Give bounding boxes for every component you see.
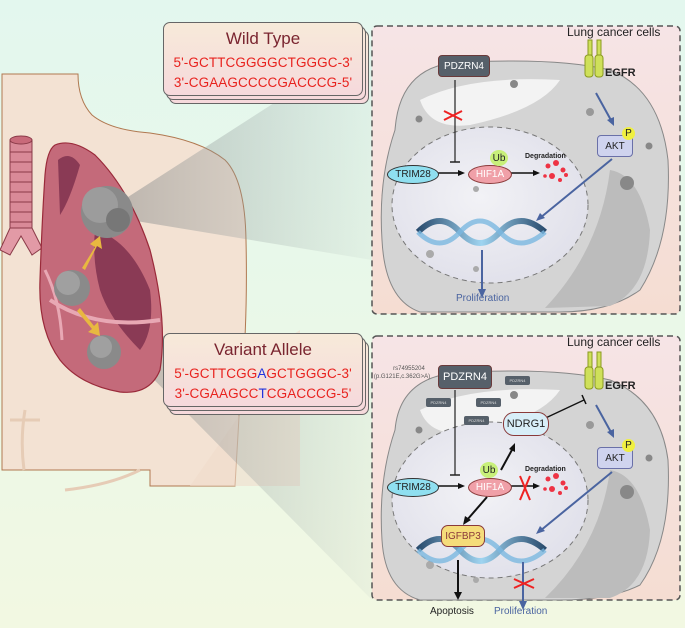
pdzrn4-box-bottom: PDZRN4 (438, 365, 492, 389)
wild-type-title: Wild Type (225, 29, 301, 48)
variant-allele-sequence-box: Variant Allele 5'-GCTTCGGAGCTGGGC-3' 3'-… (163, 333, 369, 415)
pdzrn4-small-3: PDZRN4 (476, 398, 501, 407)
ndrg1-node: NDRG1 (503, 412, 549, 436)
inhibit-cross-proliferation (513, 578, 535, 589)
mutation-base: A (257, 366, 267, 381)
inhibit-cross-top (443, 110, 463, 121)
seq-segment: GCTGGGC-3' (266, 366, 352, 381)
cell-label-top: Lung cancer cells (567, 25, 661, 39)
apoptosis-label: Apoptosis (430, 606, 474, 617)
trim28-node-bottom: TRIM28 (387, 478, 439, 497)
pdzrn4-small-1: PDZRN4 (505, 376, 530, 385)
tumor-large (81, 186, 133, 238)
akt-box-bottom: AKT (597, 447, 633, 469)
cell-label-bottom: Lung cancer cells (567, 335, 661, 349)
metastasis-arrows (77, 236, 102, 336)
wild-type-seq-top: 5'-GCTTCGGGGCTGGGC-3' (173, 55, 353, 70)
proliferation-label-bottom: Proliferation (494, 606, 548, 617)
snp-id-label: rs74955204 (393, 366, 425, 372)
egfr-label-bottom: EGFR (605, 380, 636, 392)
igfbp3-node: IGFBP3 (441, 525, 485, 547)
degradation-label-bottom: Degradation (525, 466, 566, 473)
trachea (0, 135, 43, 256)
pdzrn4-small-4: PDZRN4 (464, 416, 489, 425)
egfr-receptor (584, 39, 604, 78)
snp-detail-label: (p.G121E,c.362G>A) (373, 374, 431, 380)
trim28-node-top: TRIM28 (387, 165, 439, 184)
seq-segment: CGACCCG-5' (266, 386, 352, 401)
wild-type-sequence-box: Wild Type 5'-GCTTCGGGGCTGGGC-3' 3'-CGAAG… (163, 22, 369, 104)
degradation-label-top: Degradation (525, 153, 566, 160)
proliferation-label-top: Proliferation (456, 293, 510, 304)
pdzrn4-box-top: PDZRN4 (438, 55, 490, 77)
wild-type-seq-bottom: 3'-CGAAGCCCCGACCCG-5' (173, 75, 353, 90)
seq-segment: 5'-GCTTCGG (174, 366, 258, 381)
phospho-badge-bottom: P (622, 439, 635, 452)
egfr-receptor (584, 351, 604, 390)
dna-helix (415, 218, 547, 246)
hif1a-node-bottom: HIF1A (468, 478, 512, 497)
pdzrn4-small-2: PDZRN4 (426, 398, 451, 407)
inhibit-cross-degradation (519, 475, 531, 501)
variant-seq-top: 5'-GCTTCGGAGCTGGGC-3' (164, 366, 362, 381)
top-panel (371, 25, 681, 315)
lung (39, 142, 164, 393)
degradation-fragments (543, 473, 568, 495)
ub-badge-top: Ub (490, 150, 508, 166)
hif1a-node-top: HIF1A (468, 165, 512, 184)
phospho-badge-top: P (622, 127, 635, 140)
tumor-middle (54, 270, 90, 306)
degradation-fragments (543, 160, 568, 182)
ub-badge-bottom: Ub (480, 462, 498, 478)
variant-title: Variant Allele (214, 340, 312, 359)
akt-box-top: AKT (597, 135, 633, 157)
seq-segment: 3'-CGAAGCC (174, 386, 259, 401)
variant-seq-bottom: 3'-CGAAGCCTCGACCCG-5' (164, 386, 362, 401)
egfr-label-top: EGFR (605, 67, 636, 79)
mutation-base: T (258, 386, 267, 401)
tumor-lower (87, 335, 121, 369)
